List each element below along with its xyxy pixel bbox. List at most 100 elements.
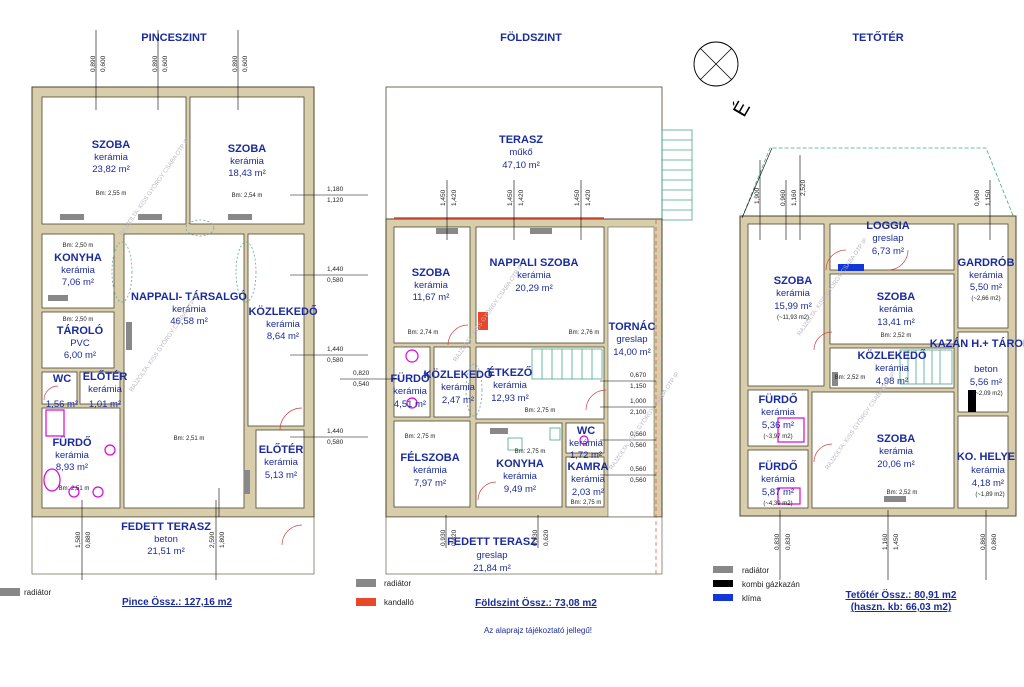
dimension-label: 0,560 [630,431,647,438]
room-name: KO. HELYE [957,451,1015,463]
room-area: 47,10 m² [502,160,540,171]
opening-arc [235,241,257,303]
room-material: greslap [476,550,507,561]
room-area: 14,00 m² [613,347,651,358]
room-area: 1,72 m² [570,450,602,461]
dimension-label: 1,440 [327,428,344,435]
room-material: kerámia [172,304,207,315]
dimension-label: 1,450 [440,189,447,206]
radiator-marker [490,428,508,434]
room-ceiling-height: Bm: 2,76 m [569,330,600,336]
radiator-marker [228,214,252,220]
room-area: 1,01 m² [89,399,121,410]
room-material: kerámia [969,270,1004,281]
room-area: 5,56 m² [970,377,1002,388]
room-name: WC [577,425,595,437]
stairs-icon [531,348,603,380]
dimension-label: 1,420 [585,189,592,206]
dimension-label: 0,890 [232,55,239,72]
room-name: FÜRDŐ [758,460,798,473]
dimension-label: 2,590 [209,531,216,548]
door-swing [887,249,909,271]
room-area: 9,49 m² [504,484,536,495]
ground-floor-labels: TERASZ műkő 47,10 m² SZOBA kerámia 11,67… [390,134,655,574]
room-area: 2,03 m² [572,487,604,498]
attic-room-kazan [957,331,1009,413]
room-name: ÉTKEZŐ [488,366,533,379]
room-ceiling-height: Bm: 2,54 m [232,193,263,199]
attic-usable-total: (haszn. kb: 66,03 m2) [851,602,952,613]
dimension-label: 2,520 [800,179,807,196]
basement-room-szoba-1 [41,96,187,225]
radiator-marker [60,214,84,220]
sink-icon [92,486,104,498]
dimension-label: 0,580 [327,357,344,364]
dimension-label: 0,930 [440,529,447,546]
attic-room-loggia [829,223,955,271]
room-name: KÖZLEKEDŐ [248,305,318,318]
room-ceiling-height: Bm: 2,52 m [881,333,912,339]
room-area: 7,97 m² [414,478,446,489]
door-swing [279,407,303,431]
toilet-icon [579,435,589,445]
room-name: GARDRÓB [958,256,1015,269]
basement-room-eloter-1 [79,371,121,405]
basement-title: PINCESZINT [141,32,207,44]
radiator-legend-swatch [0,588,20,596]
dimension-label: 0,890 [152,55,159,72]
room-area: 18,43 m² [228,168,266,179]
ground-room-nappali [475,226,605,344]
room-ceiling-height: Bm: 2,50 m [63,317,94,323]
legend-label: kandalló [384,598,414,607]
room-ceiling-height: Bm: 2,51 m [59,486,90,492]
dimension-label: 1,420 [518,189,525,206]
room-name: KONYHA [54,252,102,264]
legend-basement: radiátor [0,588,51,597]
room-ceiling-height: Bm: 2,55 m [96,191,127,197]
stairs-icon [899,349,953,385]
basement-room-szoba-2 [189,96,305,225]
room-ceiling-height: Bm: 2,52 m [887,490,918,496]
shower-icon [43,468,61,492]
room-material: greslap [616,334,647,345]
room-material: kerámia [879,304,914,315]
legend-label: radiátor [742,566,769,575]
room-material: kerámia [517,270,552,281]
attic-room-ko-helye [957,415,1009,509]
sink-icon [507,437,523,451]
room-material: műkő [509,147,532,158]
dimension-label: 1,440 [327,266,344,273]
basement-room-wc [41,371,78,405]
ground-room-kamra [565,456,605,508]
room-name: KAZÁN H.+ TÁROLÓ [930,337,1024,350]
room-material: kerámia [55,450,90,461]
dimension-label: 1,450 [507,189,514,206]
door-swing [813,443,833,463]
toilet-icon [406,397,418,409]
ac-marker [838,264,864,271]
radiator-marker [832,372,838,386]
room-area: 5,87 m² [762,487,794,498]
dimension-label: 0,560 [630,466,647,473]
dimension-label: 0,560 [630,477,647,484]
room-material: beton [974,364,998,375]
door-swing [281,524,303,546]
room-area: 21,51 m² [147,546,185,557]
ground-floor-title: FÖLDSZINT [500,31,562,44]
room-material: kerámia [875,363,910,374]
dimension-label: 0,620 [543,529,550,546]
roof-outline [741,147,1015,219]
dimension-label: 1,180 [327,186,344,193]
attic-room-gardrob [957,223,1009,329]
radiator-marker [48,295,68,301]
dimension-label: 0,600 [162,55,169,72]
room-material: kerámia [88,384,123,395]
room-area: 21,84 m² [473,563,511,574]
room-material: kerámia [413,465,448,476]
dimension-label: 1,450 [574,189,581,206]
attic-title: TETŐTÉR [852,31,903,44]
dimension-label: 1,000 [630,398,647,405]
room-area: 4,51 m² [394,399,426,410]
room-ceiling-height: (~1,89 m2) [975,492,1004,498]
room-area: 8,64 m² [267,331,299,342]
